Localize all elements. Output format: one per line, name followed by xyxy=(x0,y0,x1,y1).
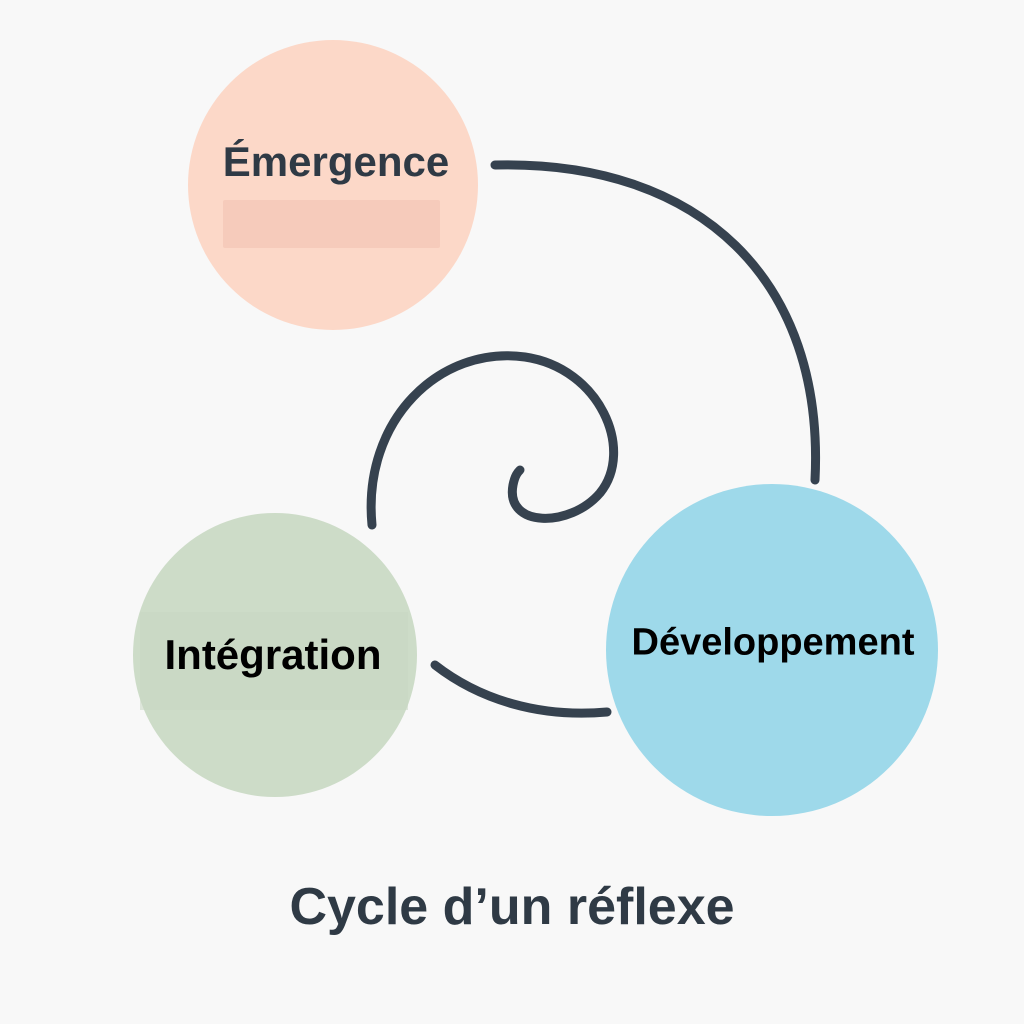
redacted-subtitle-bar xyxy=(223,200,440,248)
diagram-title: Cycle d’un réflexe xyxy=(289,878,735,936)
arc-emergence-to-developpement xyxy=(490,160,821,485)
label-backdrop xyxy=(140,612,408,710)
node-emergence-circle xyxy=(188,40,478,330)
node-developpement-circle xyxy=(606,484,938,816)
arc-developpement-to-integration xyxy=(430,660,612,718)
spiral-center xyxy=(366,351,619,530)
node-integration-label: Intégration xyxy=(164,631,382,678)
node-developpement-label: Développement xyxy=(631,621,915,664)
node-emergence-label: Émergence xyxy=(222,138,450,185)
